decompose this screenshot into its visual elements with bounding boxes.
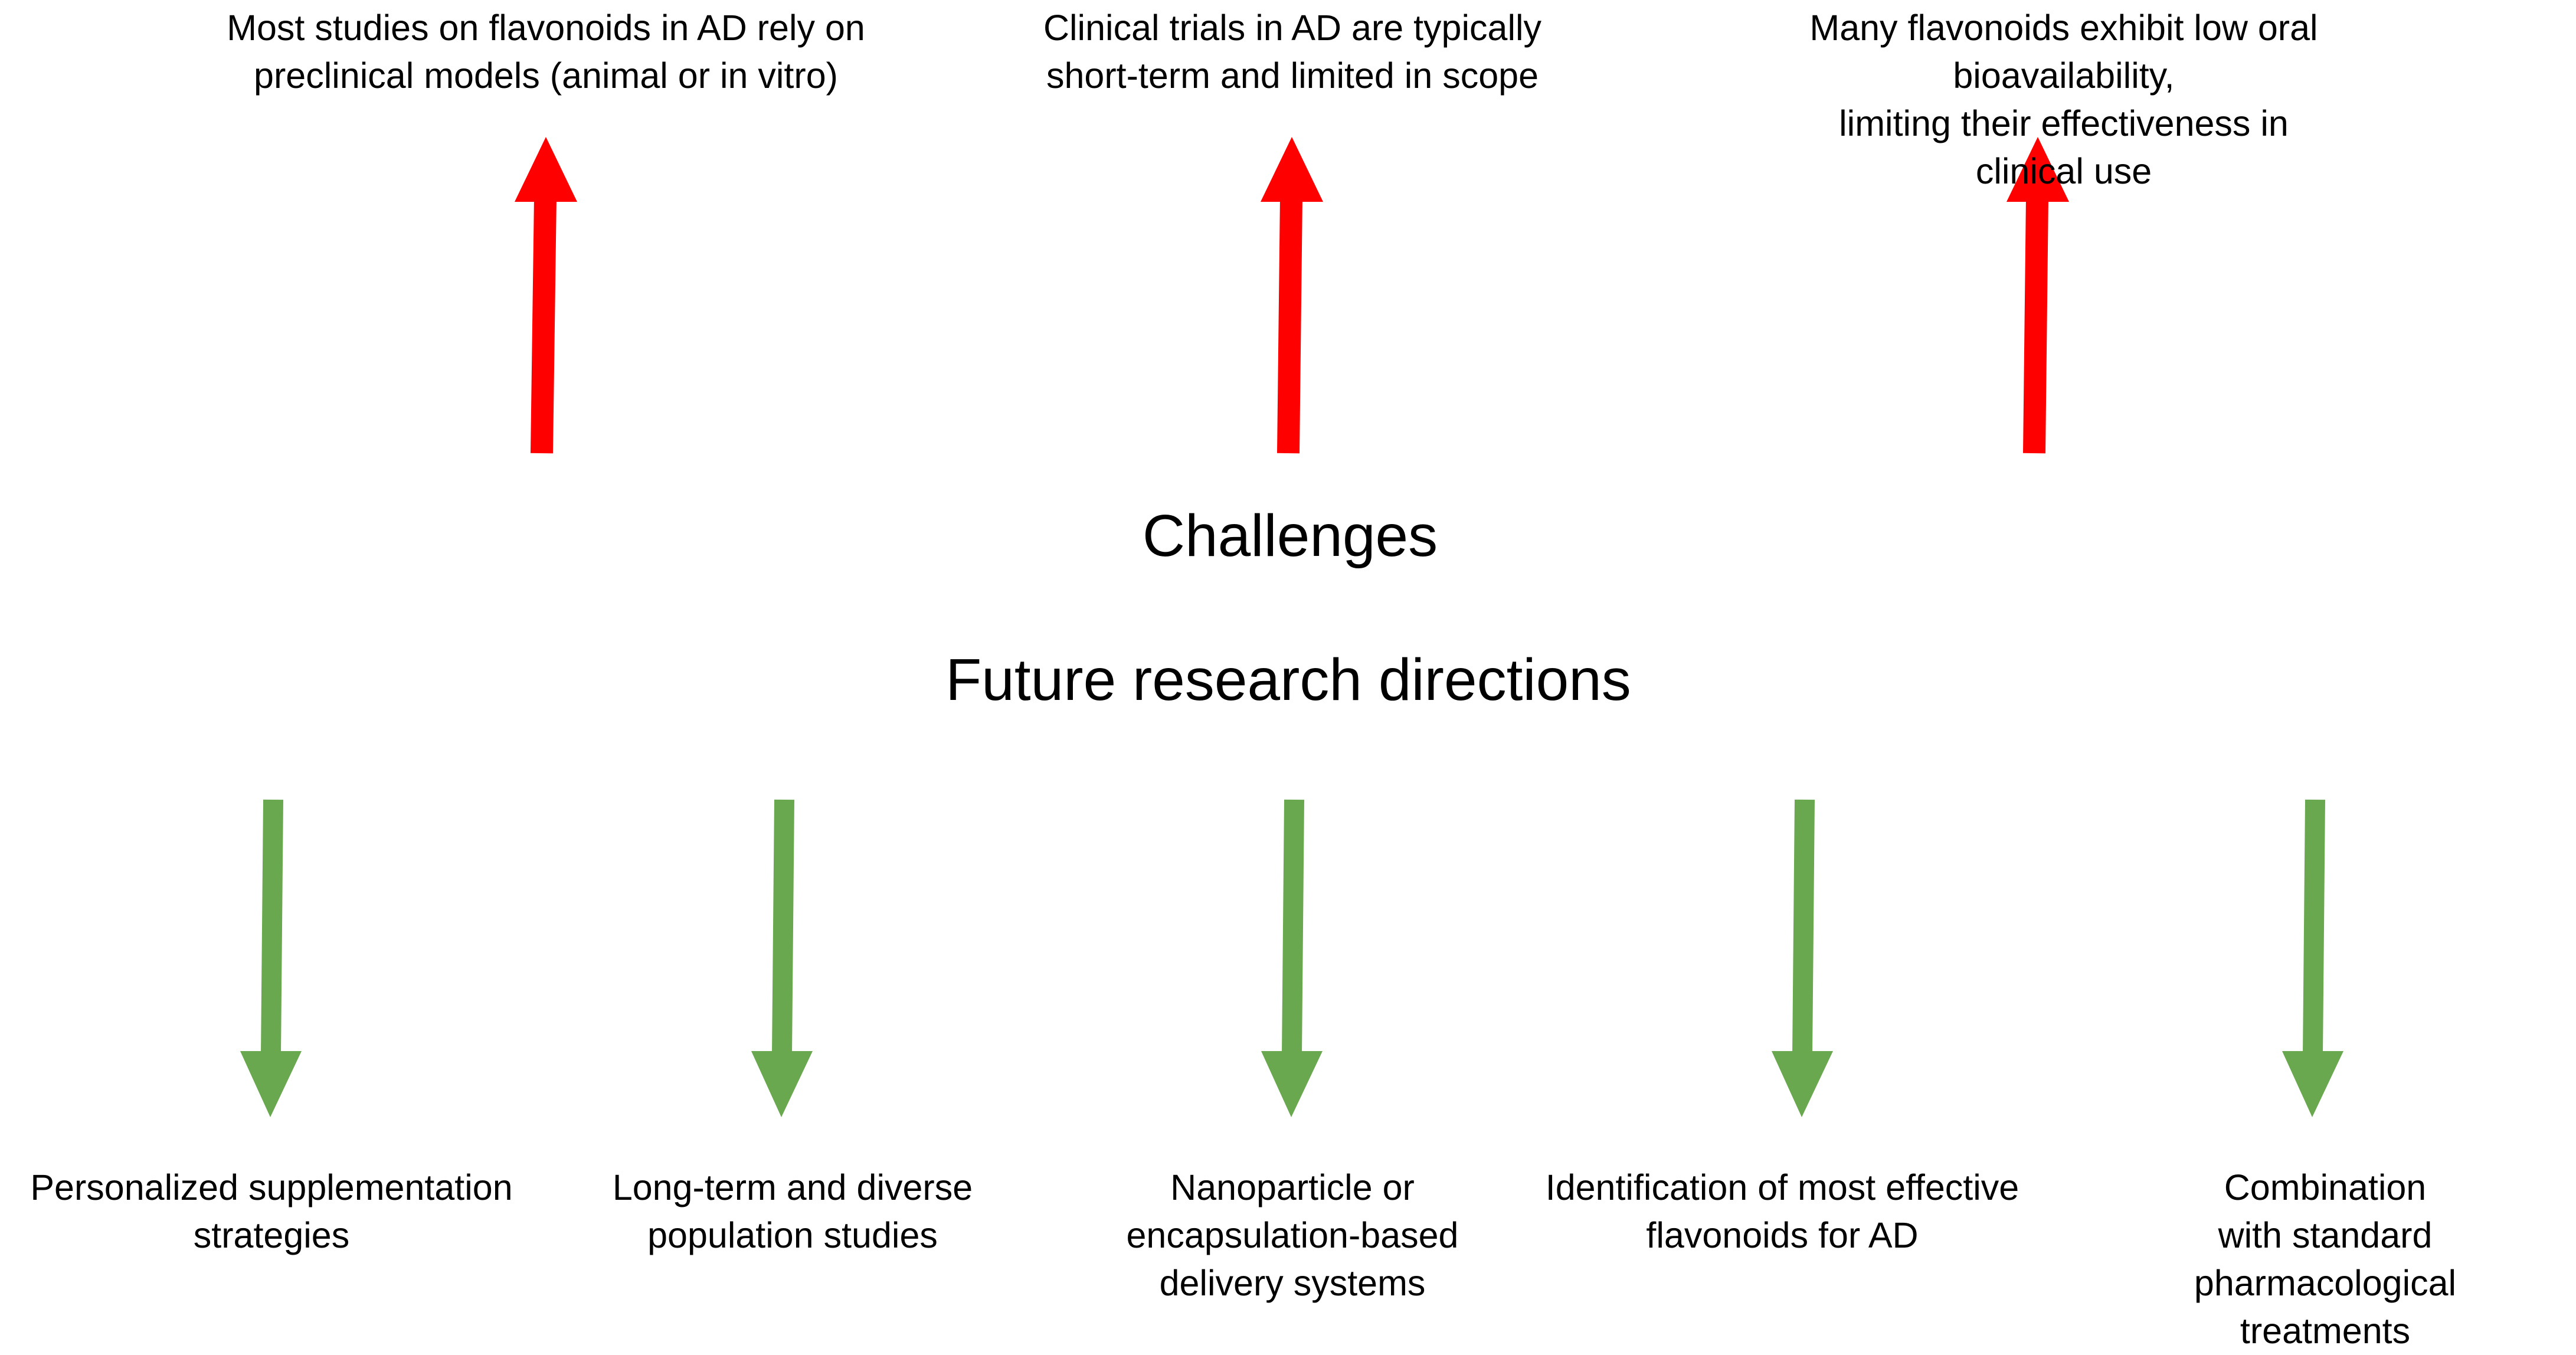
direction-text-1: Personalized supplementation strategies [30, 1167, 513, 1255]
challenge-arrow-3 [2007, 137, 2069, 454]
direction-text-2: Long-term and diverse population studies [612, 1167, 973, 1255]
direction-text-4: Identification of most effective flavono… [1545, 1167, 2019, 1255]
direction-text-5: Combination with standard pharmacologica… [2194, 1167, 2457, 1351]
challenge-arrow-1 [515, 137, 577, 454]
challenge-text-2: Clinical trials in AD are typically shor… [1043, 8, 1542, 96]
challenges-heading: Challenges [1142, 503, 1438, 569]
challenge-arrow-2 [1261, 137, 1323, 454]
direction-arrow-2 [751, 799, 813, 1117]
challenge-text-3: Many flavonoids exhibit low oral bioavai… [1809, 8, 2318, 191]
direction-arrow-3 [1261, 799, 1323, 1117]
future-directions-heading: Future research directions [945, 647, 1631, 713]
direction-arrow-4 [1772, 799, 1833, 1117]
challenge-text-1: Most studies on flavonoids in AD rely on… [227, 8, 865, 96]
arrows-layer [240, 137, 2343, 1117]
direction-arrow-1 [240, 799, 302, 1117]
direction-arrow-5 [2282, 799, 2343, 1117]
diagram: Most studies on flavonoids in AD rely on… [30, 8, 2456, 1351]
direction-text-3: Nanoparticle or encapsulation-based deli… [1126, 1167, 1459, 1303]
